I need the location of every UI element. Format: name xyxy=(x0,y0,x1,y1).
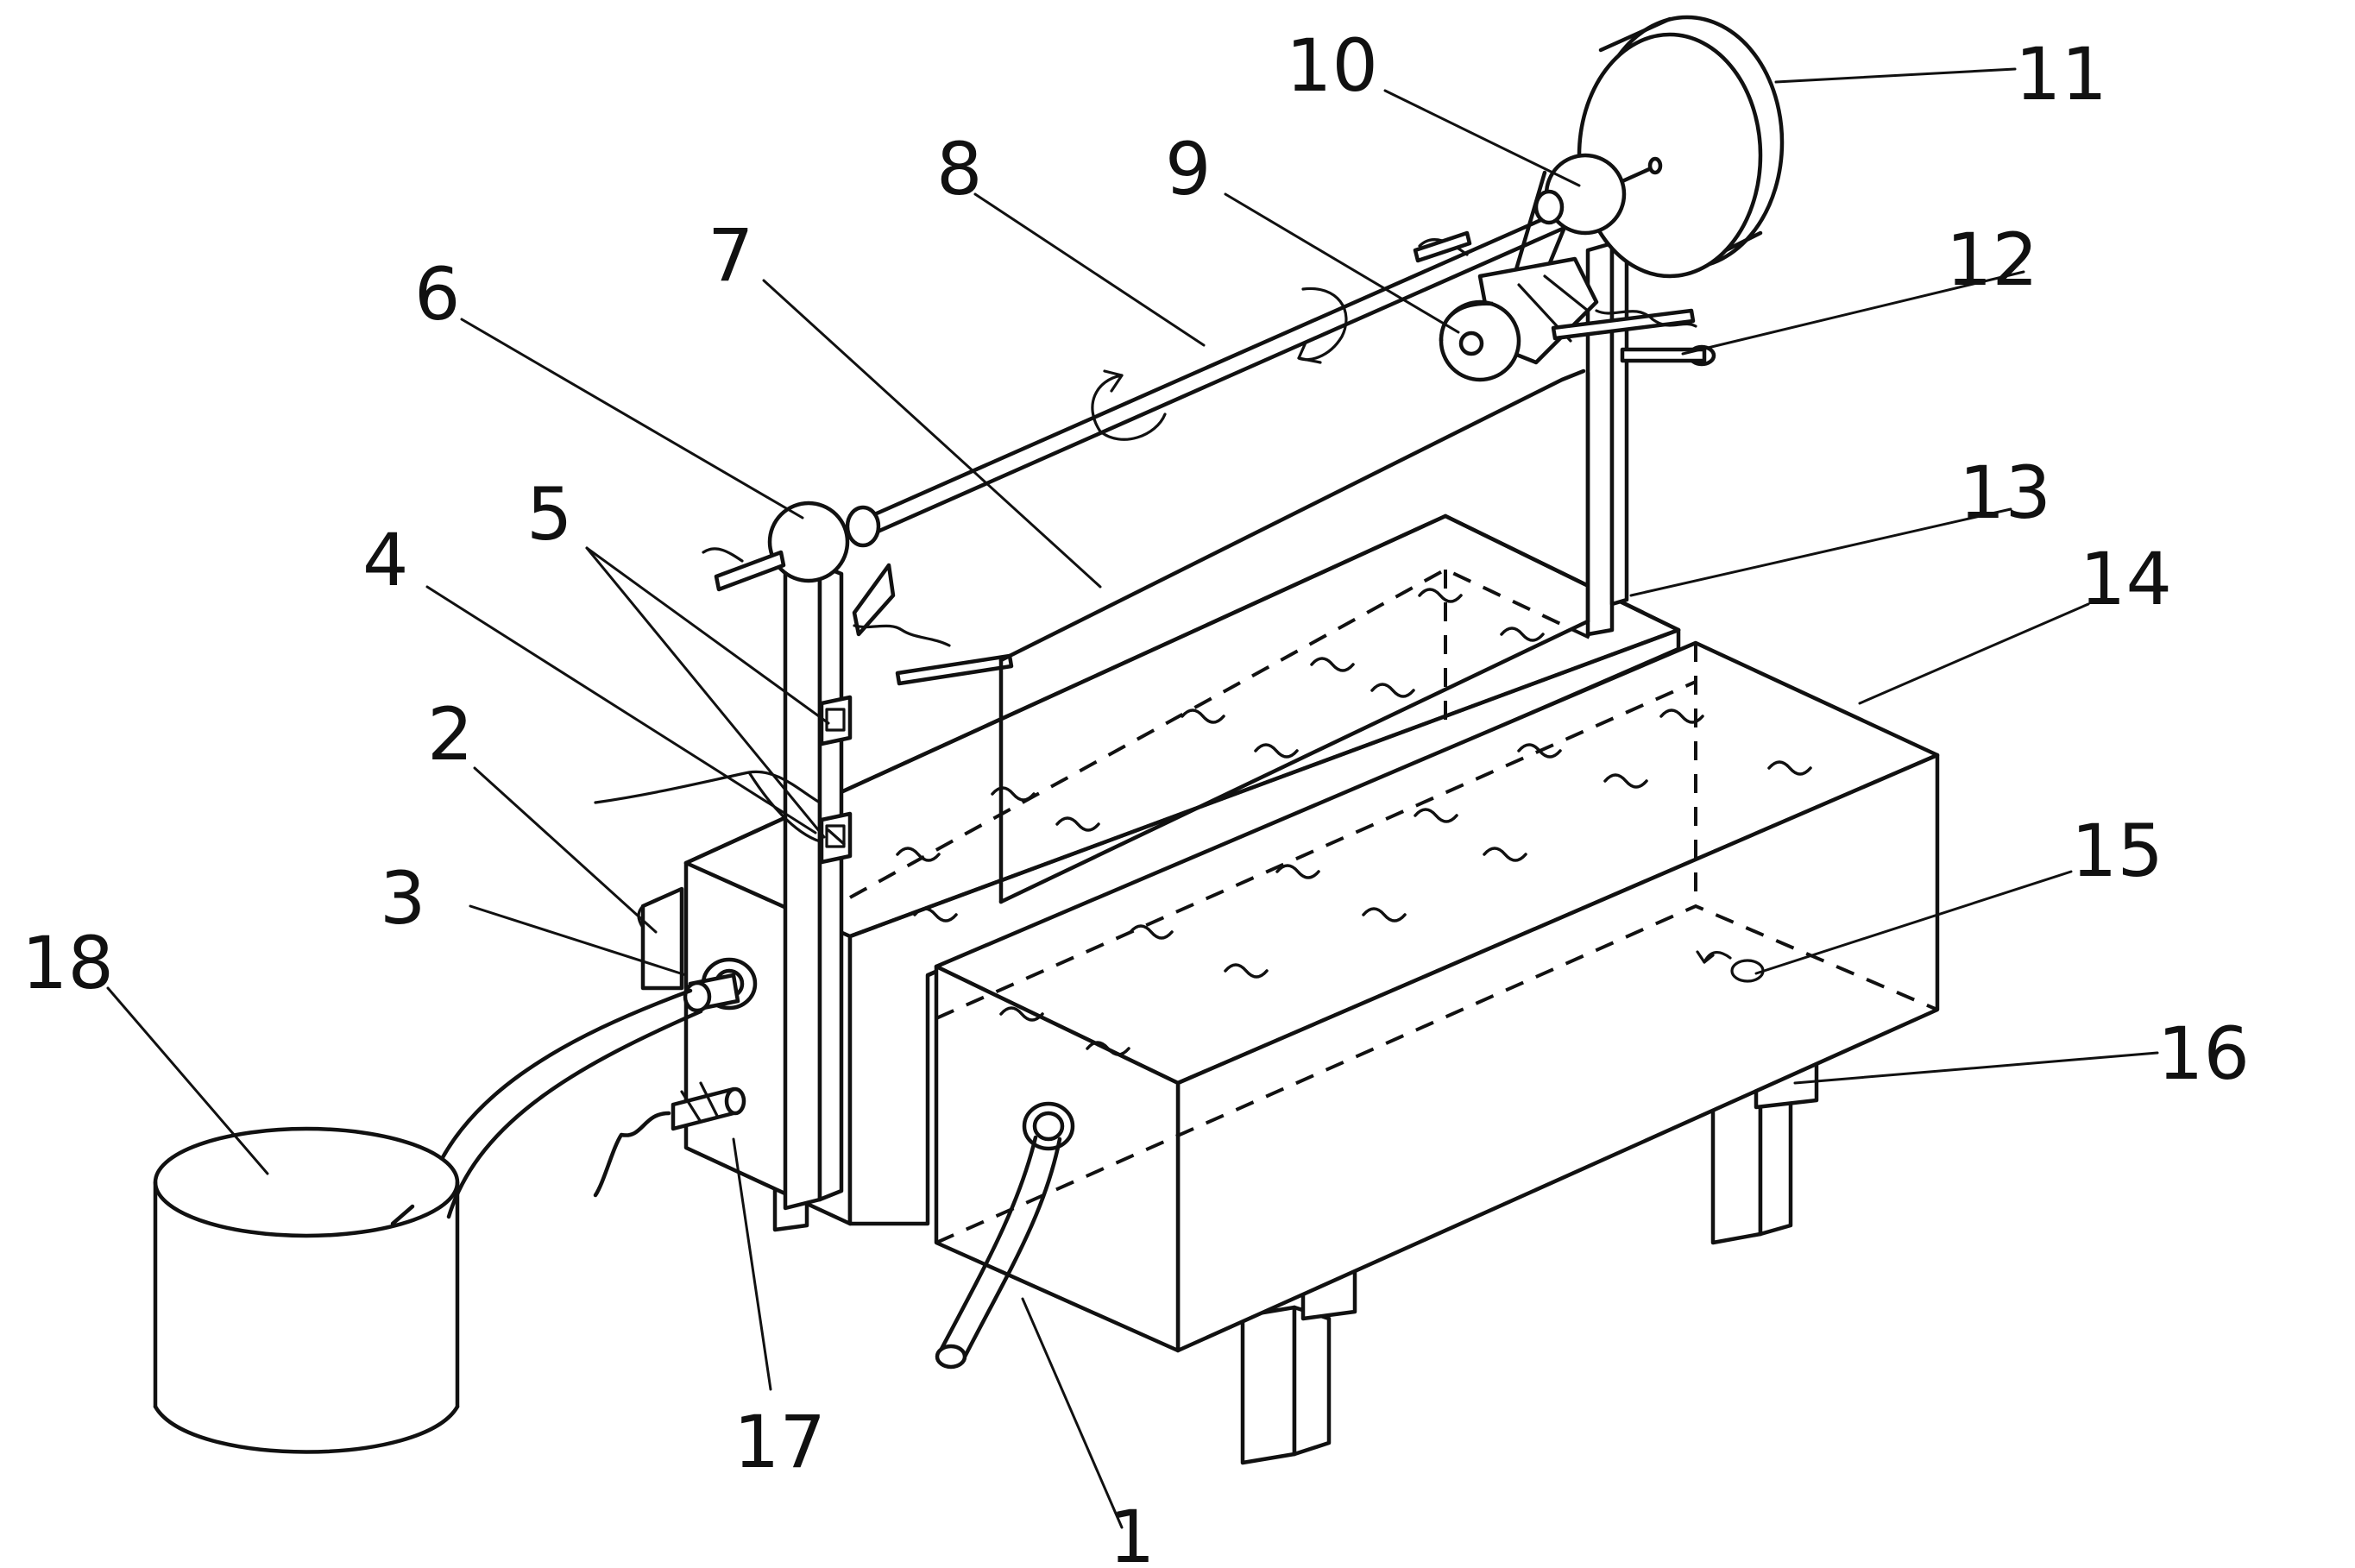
callout-14: 14 xyxy=(2080,537,2172,621)
callout-16: 16 xyxy=(2157,1011,2250,1096)
callout-15: 15 xyxy=(2071,809,2163,893)
callout-4: 4 xyxy=(362,518,408,602)
callout-17: 17 xyxy=(734,1400,826,1484)
left-bearing xyxy=(703,503,878,589)
callout-3: 3 xyxy=(380,856,425,941)
callout-6: 6 xyxy=(414,252,460,337)
callout-13: 13 xyxy=(1959,450,2051,535)
callout-9: 9 xyxy=(1165,127,1211,211)
callout-1: 1 xyxy=(1109,1495,1155,1568)
drive-assembly xyxy=(1415,17,1782,380)
callout-5: 5 xyxy=(526,472,572,557)
callout-11: 11 xyxy=(2015,32,2107,116)
callout-18: 18 xyxy=(22,921,114,1005)
collection-bucket xyxy=(155,1129,457,1452)
callout-2: 2 xyxy=(427,692,473,777)
callout-8: 8 xyxy=(936,127,982,211)
callout-12: 12 xyxy=(1946,217,2038,302)
callout-7: 7 xyxy=(708,213,753,298)
callout-10: 10 xyxy=(1286,23,1378,108)
heater-box xyxy=(639,889,682,988)
